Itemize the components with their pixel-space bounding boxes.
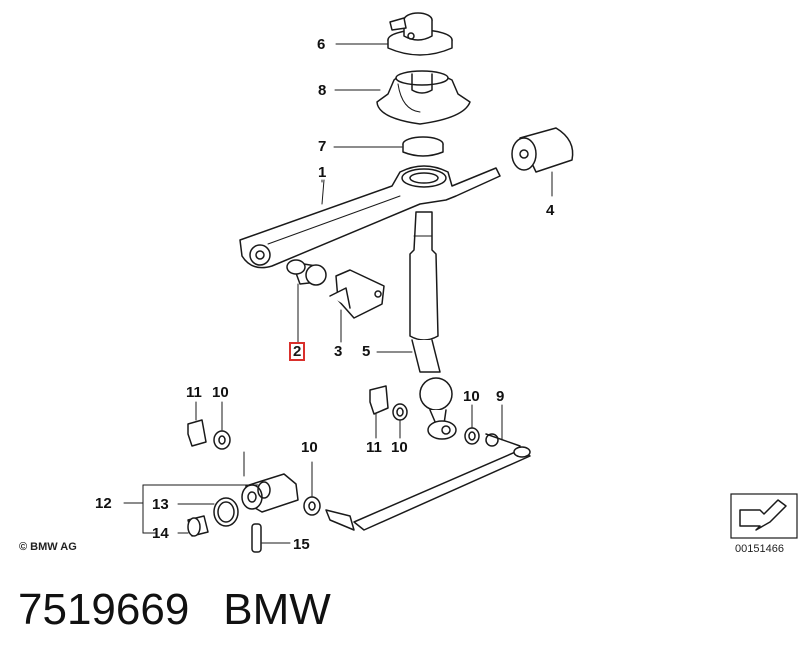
label-part-10-right-b: 10	[463, 388, 480, 405]
part-11-clip-left	[187, 401, 207, 447]
part-number: 7519669	[18, 585, 190, 634]
part-8-rubber-boot	[334, 70, 471, 125]
diagram-reference-number: 00151466	[735, 543, 784, 555]
part-14-sleeve	[187, 515, 209, 537]
label-part-10-left: 10	[212, 384, 229, 401]
label-part-11-right: 11	[366, 439, 382, 456]
label-part-13: 13	[152, 496, 169, 513]
part-11-clip-right	[369, 385, 389, 439]
part-10-washer-center	[303, 461, 321, 516]
label-part-12: 12	[95, 495, 112, 512]
label-part-15: 15	[293, 536, 310, 553]
coupling-joint	[241, 451, 299, 513]
label-part-7: 7	[318, 138, 327, 155]
label-part-5: 5	[362, 343, 371, 360]
label-part-10-right-a: 10	[391, 439, 408, 456]
part-9-selector-rod	[325, 404, 531, 531]
part-1-shift-lever	[239, 165, 501, 269]
label-part-4: 4	[546, 202, 555, 219]
label-part-2-selected[interactable]: 2	[289, 342, 306, 361]
part-7-bearing-ring	[333, 136, 444, 157]
part-10-washer-right-b	[464, 404, 480, 445]
label-part-3: 3	[334, 343, 343, 360]
label-part-1: 1	[318, 164, 327, 181]
caption: 7519669 BMW	[18, 588, 331, 632]
part-6-clamp-ring	[335, 12, 453, 56]
group-12-bracket	[123, 484, 259, 534]
part-13-o-ring	[213, 497, 239, 527]
copyright-text: © BMW AG	[19, 541, 77, 553]
label-part-8: 8	[318, 82, 327, 99]
part-10-washer-right-a	[392, 403, 408, 439]
label-part-14: 14	[152, 525, 169, 542]
part-2-bushing	[286, 259, 327, 343]
part-4-rubber-bush	[511, 127, 574, 197]
label-part-10-center: 10	[301, 439, 318, 456]
part-5-shift-rod	[376, 211, 457, 440]
label-part-11-left: 11	[186, 384, 202, 401]
part-10-washer-left	[213, 401, 231, 450]
part-15-pin	[251, 523, 291, 553]
brand-name: BMW	[223, 585, 331, 634]
label-part-6: 6	[317, 36, 326, 53]
direction-arrow-icon	[730, 493, 798, 539]
part-3-clip	[329, 269, 385, 343]
label-part-9: 9	[496, 388, 505, 405]
